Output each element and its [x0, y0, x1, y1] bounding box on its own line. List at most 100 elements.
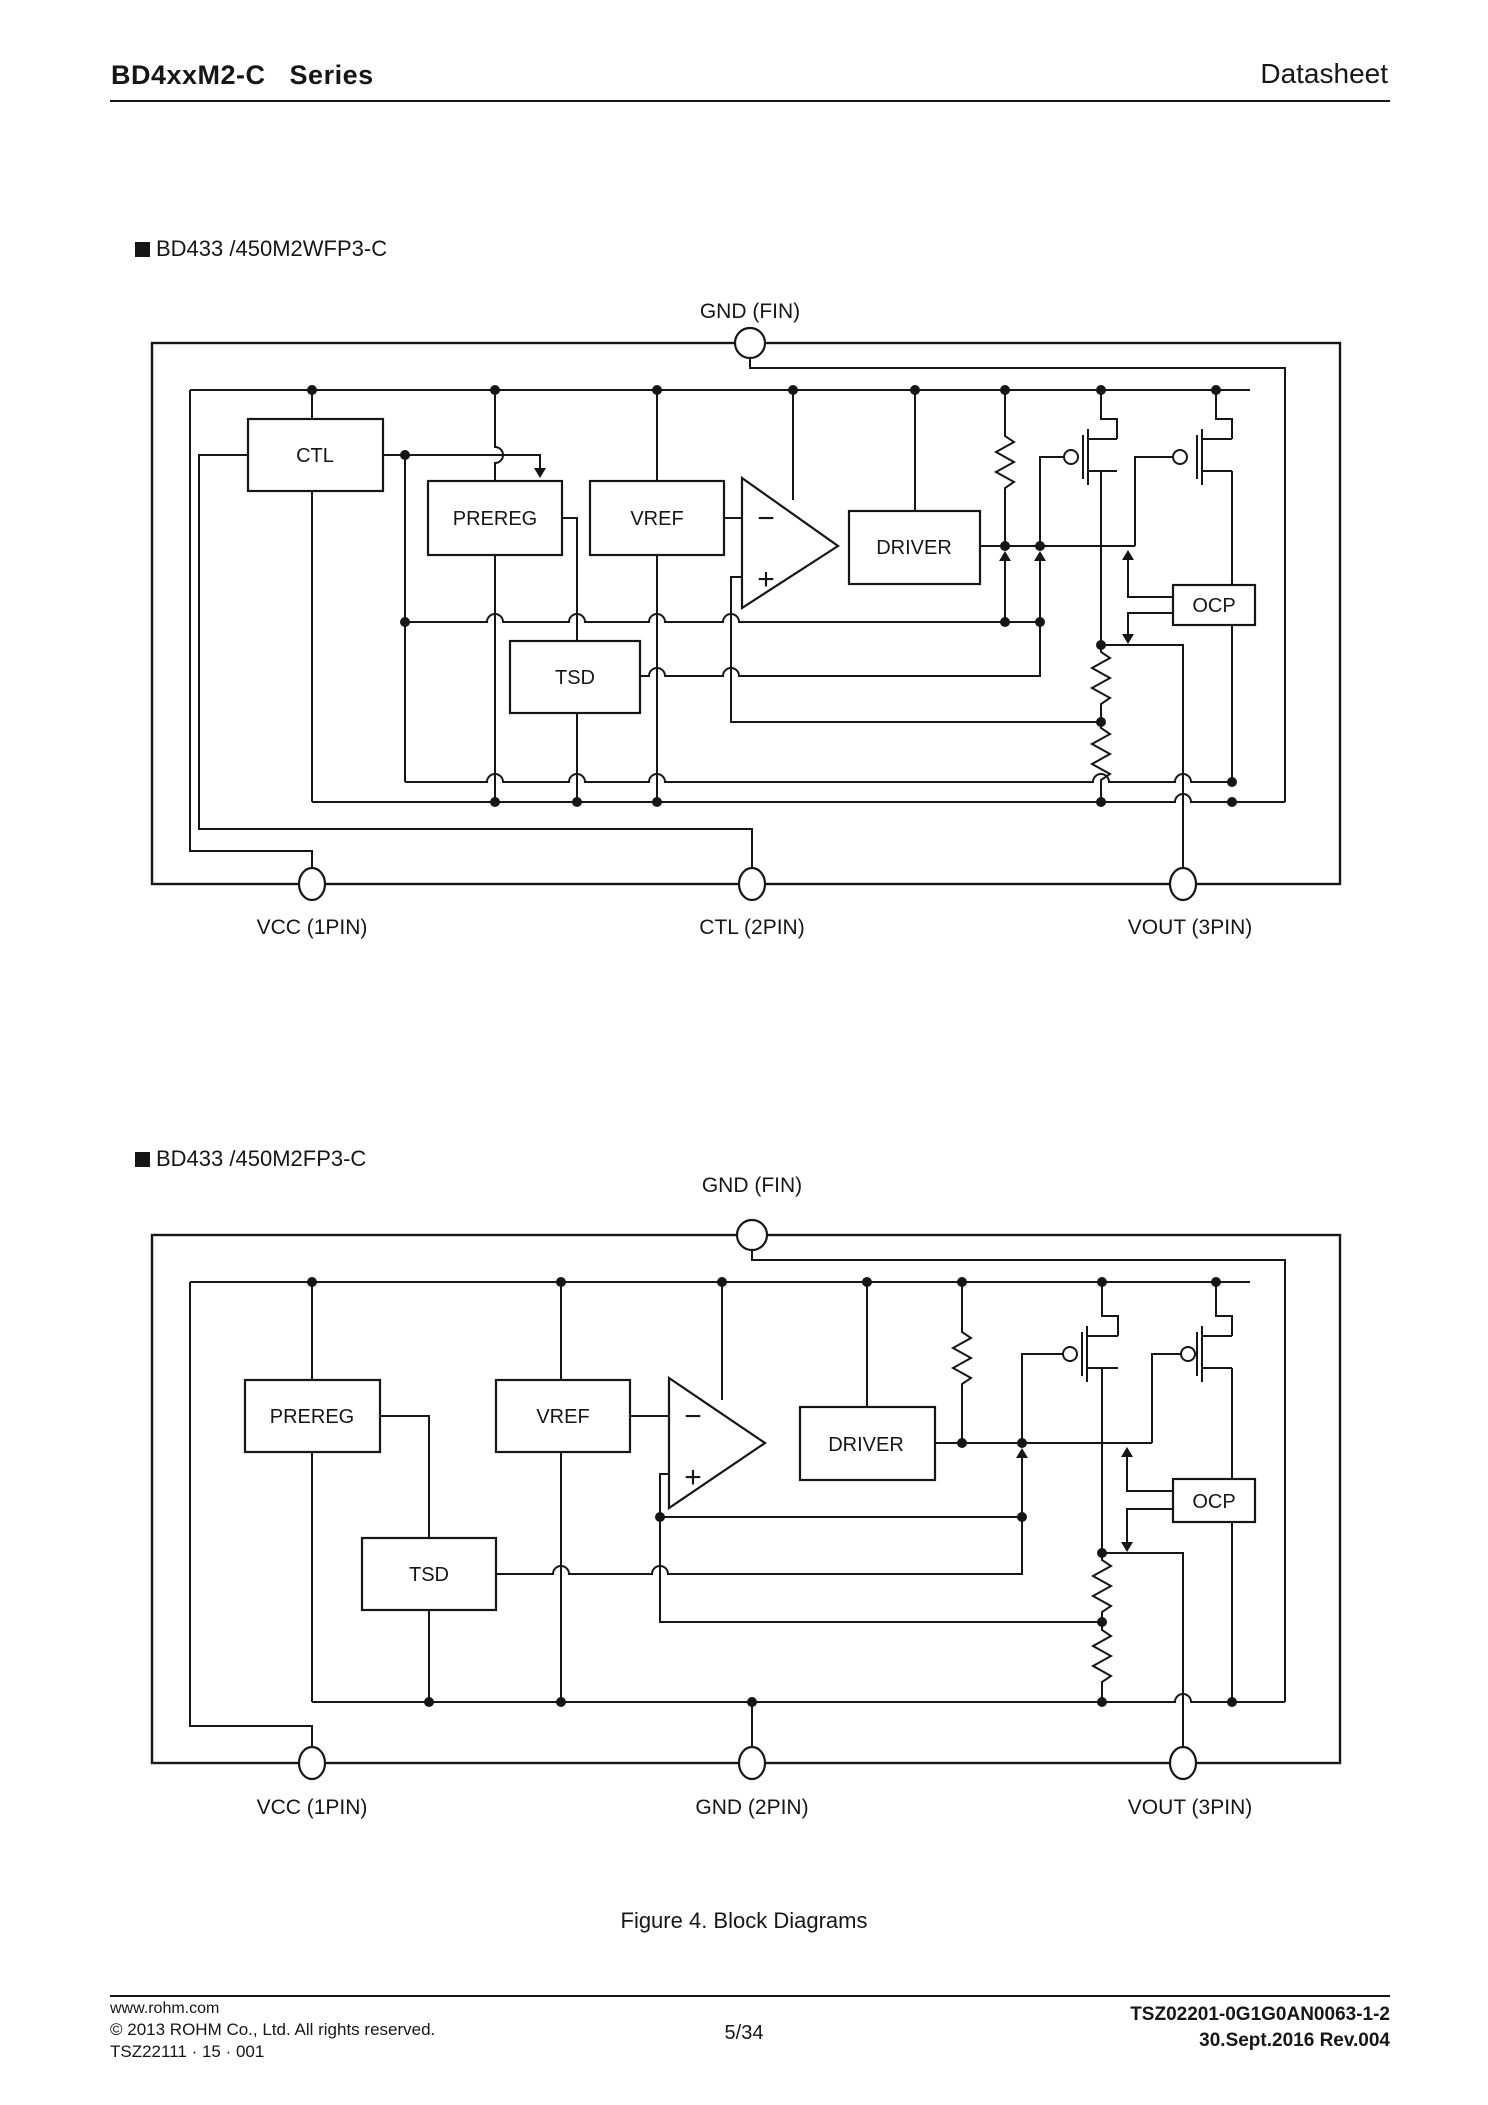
ocp-out-lead: [1126, 1508, 1173, 1544]
gnd-pin: [737, 1745, 767, 1781]
pmos2-source: [1215, 390, 1233, 439]
diagram2-arrows: [1016, 1447, 1133, 1552]
arrow-down-icon: [534, 468, 546, 478]
prereg-block: [426, 479, 564, 557]
diagram1: GND (FIN) CTL PREREG VREF TSD DRIVER OCP…: [150, 300, 1342, 939]
arrow-up-icon: [999, 551, 1011, 561]
section-label-wfp3: BD433 /450M2WFP3-C: [135, 236, 387, 262]
gnd-rail: [749, 358, 1286, 802]
vout-pin-label: VOUT (3PIN): [1128, 1796, 1252, 1819]
section-label-fp3: BD433 /450M2FP3-C: [135, 1146, 366, 1172]
ctl-pin-label: CTL (2PIN): [699, 916, 804, 939]
section-title: BD433 /450M2FP3-C: [156, 1146, 367, 1171]
arrow-up-icon: [1122, 550, 1134, 560]
footer-rule: [110, 1995, 1390, 1997]
prereg-label: PREREG: [453, 508, 537, 530]
tsd-block: [360, 1536, 498, 1612]
tsd-label: TSD: [409, 1564, 449, 1586]
pmos1-drain: [1100, 470, 1117, 652]
driver-block: [847, 509, 982, 586]
section-square-icon: [135, 241, 150, 257]
prereg-to-tsd: [562, 517, 578, 641]
figure-caption: Figure 4. Block Diagrams: [620, 1908, 868, 1933]
error-amp: [740, 475, 840, 611]
vref-label: VREF: [536, 1406, 589, 1428]
pmos1-source: [1101, 1282, 1119, 1336]
ctl-block: [246, 417, 385, 493]
pmos2-symbol: [1196, 1326, 1232, 1382]
feedback-to-plus: [659, 1473, 1102, 1623]
ocp-out-lead: [1127, 612, 1173, 636]
ocp-label: OCP: [1192, 1491, 1235, 1513]
footer-doc-number: TSZ02201-0G1G0AN0063-1-2: [1130, 2004, 1390, 2025]
vref-label: VREF: [630, 508, 683, 530]
vout-route: [1101, 644, 1184, 868]
vref-block: [588, 479, 726, 557]
tsd-label: TSD: [555, 667, 595, 689]
vcc-pin-route: [189, 1282, 313, 1747]
footer-doc-code: TSZ22111 · 15 · 001: [110, 2042, 265, 2061]
diagram2-wires: [189, 1250, 1286, 1747]
prereg-block: [243, 1378, 382, 1454]
feedback-divider: [1089, 645, 1113, 802]
resistor-r1: [993, 390, 1017, 546]
plus-sign: +: [757, 563, 775, 596]
gnd-bus: [312, 793, 1285, 803]
gnd-bus: [312, 1693, 1285, 1703]
package-outline: [150, 1233, 1342, 1765]
vcc-pin-route: [189, 390, 313, 868]
gate-riser-2: [1134, 456, 1173, 546]
prereg-label: PREREG: [270, 1406, 354, 1428]
plus-sign: +: [684, 1461, 702, 1494]
pmos1-drain: [1101, 1367, 1118, 1560]
section-square-icon: [135, 1151, 150, 1167]
diagram2: GND (FIN) PREREG VREF TSD DRIVER OCP − +…: [150, 1174, 1342, 1819]
pmos2-gate-circle: [1180, 1346, 1196, 1362]
diagram1-wires: [189, 358, 1286, 868]
vout-pin: [1168, 866, 1198, 902]
arrow-down-icon: [1122, 634, 1134, 644]
ctl-pin: [737, 866, 767, 902]
gnd-fin-pin: [735, 1218, 769, 1252]
driver-label: DRIVER: [828, 1434, 904, 1456]
ctl-output: [383, 454, 541, 468]
pmos1-symbol: [1081, 1326, 1118, 1382]
driver-block: [798, 1405, 937, 1482]
error-amp: [667, 1375, 767, 1511]
pmos2-gate-circle: [1172, 449, 1188, 465]
gate-riser-2: [1151, 1353, 1181, 1443]
enable-line: [405, 773, 1232, 783]
gnd-fin-label: GND (FIN): [700, 300, 800, 323]
vcc-pin-label: VCC (1PIN): [257, 1796, 368, 1819]
pmos1-gate-circle: [1062, 1346, 1078, 1362]
vcc-pin: [297, 1745, 327, 1781]
gate-riser-1: [1039, 456, 1064, 546]
ocp-label: OCP: [1192, 595, 1235, 617]
ocp-sense-lead: [1126, 1456, 1173, 1492]
prereg-to-tsd: [380, 1415, 430, 1538]
tsd-output-line: [640, 622, 1041, 677]
feedback-to-plus: [730, 576, 1101, 723]
diagram1-junctions: [307, 385, 1237, 807]
gnd-fin-label: GND (FIN): [702, 1174, 802, 1197]
vout-pin-label: VOUT (3PIN): [1128, 916, 1252, 939]
driver-label: DRIVER: [876, 537, 952, 559]
footer-revision: 30.Sept.2016 Rev.004: [1199, 2030, 1390, 2051]
feedback-divider: [1090, 1553, 1114, 1702]
ctl-signal-line: [405, 613, 1040, 623]
pmos1-gate-circle: [1063, 449, 1079, 465]
pmos2-symbol: [1196, 429, 1232, 485]
vref-block: [494, 1378, 632, 1454]
arrow-up-icon: [1016, 1448, 1028, 1458]
vcc-pin: [297, 866, 327, 902]
footer-page-number: 5/34: [724, 2022, 764, 2044]
gnd-rail: [751, 1250, 1286, 1702]
vcc-pin-label: VCC (1PIN): [257, 916, 368, 939]
tsd-block: [508, 639, 642, 715]
gate-riser-1: [1021, 1353, 1063, 1443]
pmos1-symbol: [1082, 429, 1117, 485]
minus-sign: −: [757, 502, 775, 535]
vout-route: [1102, 1552, 1184, 1747]
ocp-sense-lead: [1127, 559, 1173, 598]
ctl-label: CTL: [296, 445, 334, 467]
